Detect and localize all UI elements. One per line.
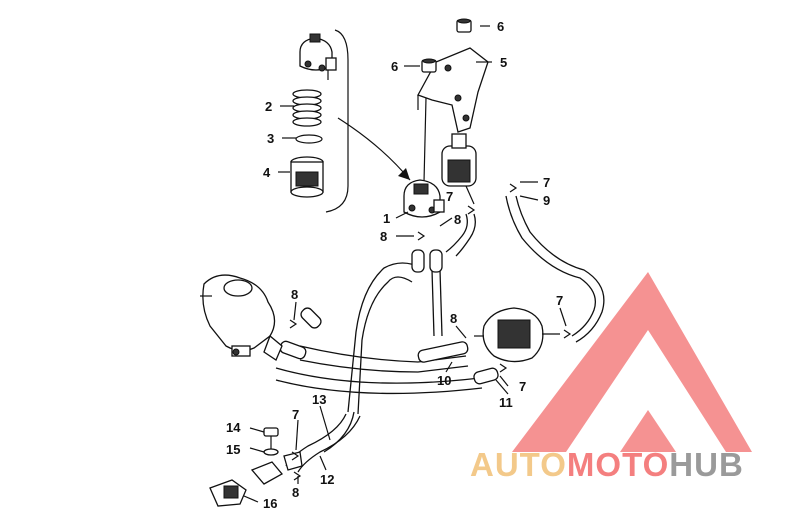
callout-2: 2 bbox=[265, 99, 272, 114]
callout-10: 10 bbox=[437, 373, 451, 388]
callout-6: 6 bbox=[497, 19, 504, 34]
callout-16: 16 bbox=[263, 496, 277, 511]
watermark-hub: HUB bbox=[669, 446, 744, 483]
watermark-auto: AUTO bbox=[470, 446, 567, 483]
callout-7: 7 bbox=[446, 189, 453, 204]
clips bbox=[289, 183, 572, 481]
hose-11-run-outer bbox=[275, 379, 483, 395]
callout-3: 3 bbox=[267, 131, 274, 146]
sleeve-c bbox=[279, 340, 307, 360]
callout-7: 7 bbox=[292, 407, 299, 422]
watermark-moto: MOTO bbox=[567, 446, 669, 483]
callout-6: 6 bbox=[391, 59, 398, 74]
callout-14: 14 bbox=[226, 420, 241, 435]
fuel-pump-body-part bbox=[474, 307, 560, 363]
pump-cover-part bbox=[299, 33, 337, 80]
sleeve-b bbox=[429, 249, 443, 273]
hose-upper-small bbox=[455, 213, 476, 257]
hose-9 bbox=[505, 195, 597, 337]
washer-15 bbox=[263, 448, 279, 456]
hose-big-loop bbox=[347, 262, 423, 413]
hose-center-vertical bbox=[431, 269, 435, 337]
hose-9-outer bbox=[515, 195, 605, 343]
intake-manifold-part bbox=[200, 274, 283, 361]
nut-top bbox=[456, 18, 472, 33]
sleeve-a bbox=[411, 249, 425, 273]
hose-11-run bbox=[275, 367, 481, 384]
exploded-arrow bbox=[337, 117, 411, 181]
callout-11: 11 bbox=[499, 395, 513, 410]
callout-8: 8 bbox=[450, 311, 457, 326]
fuel-filter-part bbox=[441, 133, 477, 205]
callout-8: 8 bbox=[292, 485, 299, 500]
callout-7: 7 bbox=[543, 175, 550, 190]
callout-labels: 6 6 5 2 3 4 1 7 7 9 8 8 8 8 7 10 7 11 14… bbox=[226, 19, 563, 511]
hose-big-loop-outer bbox=[357, 276, 413, 415]
leader-lines bbox=[243, 105, 567, 503]
sleeve-d bbox=[300, 307, 322, 329]
bracket-guide bbox=[423, 97, 427, 183]
callout-8: 8 bbox=[380, 229, 387, 244]
callout-5: 5 bbox=[500, 55, 507, 70]
callout-8: 8 bbox=[291, 287, 298, 302]
o-ring-part bbox=[295, 134, 323, 144]
nut-left bbox=[421, 58, 437, 73]
hose-10 bbox=[299, 345, 467, 363]
watermark-text: AUTOMOTOHUB bbox=[470, 446, 744, 483]
callout-4: 4 bbox=[263, 165, 271, 180]
arrow-head bbox=[398, 168, 410, 180]
hose-center-vertical-outer bbox=[439, 269, 443, 337]
hose-10-segment bbox=[417, 341, 469, 363]
fuel-pump-part bbox=[403, 179, 445, 218]
hose-10-outer bbox=[299, 359, 469, 373]
hose-upper-small-outer bbox=[445, 213, 468, 253]
hose-12 bbox=[323, 411, 355, 453]
exploded-bracket bbox=[325, 29, 349, 213]
callout-7: 7 bbox=[519, 379, 526, 394]
spring-part bbox=[292, 89, 322, 127]
callout-13: 13 bbox=[312, 392, 326, 407]
hose-11-segment bbox=[473, 367, 499, 385]
callout-12: 12 bbox=[320, 472, 334, 487]
filter-element-part bbox=[290, 156, 324, 198]
callout-7: 7 bbox=[556, 293, 563, 308]
fitting-16 bbox=[209, 451, 303, 507]
callout-15: 15 bbox=[226, 442, 240, 457]
bolt-14 bbox=[263, 427, 279, 450]
callout-8: 8 bbox=[454, 212, 461, 227]
callout-1: 1 bbox=[383, 211, 390, 226]
callout-9: 9 bbox=[543, 193, 550, 208]
watermark-logo bbox=[512, 272, 752, 452]
